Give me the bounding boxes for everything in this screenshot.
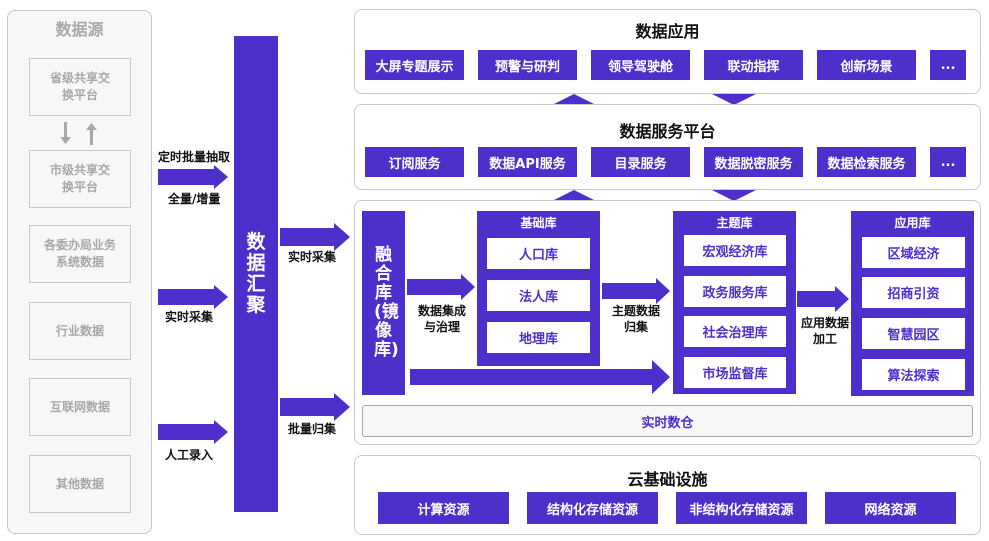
- label-timed-batch-extract: 定时批量抽取: [158, 150, 231, 164]
- data-service-title: 数据服务平台: [619, 122, 716, 141]
- source-city-exchange: 市级共享交换平台: [29, 150, 131, 208]
- service-data-api[interactable]: 数据API服务: [478, 147, 577, 177]
- cloud-structured-storage[interactable]: 结构化存储资源: [527, 492, 658, 524]
- source-internet-data: 互联网数据: [29, 378, 131, 436]
- app-investment-attraction[interactable]: 招商引资: [862, 277, 965, 308]
- exchange-up-arrow-icon: [86, 123, 97, 145]
- cloud-unstructured-storage[interactable]: 非结构化存储资源: [676, 492, 807, 524]
- app-warning-analysis[interactable]: 预警与研判: [478, 50, 577, 80]
- label-realtime-collect: 实时采集: [288, 250, 337, 264]
- realtime-arrow-to-platform: [280, 223, 350, 251]
- app-more[interactable]: ...: [930, 50, 966, 80]
- label-realtime-collect-source: 实时采集: [165, 310, 214, 324]
- fusion-library-text: 融合库(镜像库): [374, 245, 399, 360]
- service-data-search[interactable]: 数据检索服务: [817, 147, 916, 177]
- app-leader-cockpit[interactable]: 领导驾驶舱: [591, 50, 690, 80]
- fusion-to-topic-long-arrow: [410, 360, 670, 394]
- up-arrow-to-service: [552, 190, 596, 201]
- app-big-screen[interactable]: 大屏专题展示: [365, 50, 464, 80]
- label-integration-governance: 数据集成与治理: [417, 304, 466, 334]
- label-batch-collect: 批量归集: [288, 422, 337, 436]
- realtime-warehouse-label: 实时数仓: [641, 415, 694, 431]
- fusion-library: 融合库(镜像库): [362, 211, 405, 395]
- label-app-processing: 应用数据加工: [800, 316, 849, 346]
- app-linked-command[interactable]: 联动指挥: [704, 50, 803, 80]
- source-bureau-systems: 各委办局业务系统数据: [29, 225, 131, 283]
- topic-gov-service-db[interactable]: 政务服务库: [684, 276, 786, 307]
- app-innovation-scene[interactable]: 创新场景: [817, 50, 916, 80]
- app-smart-park[interactable]: 智慧园区: [862, 318, 965, 349]
- service-more[interactable]: ...: [930, 147, 966, 177]
- base-library-title: 基础库: [520, 216, 557, 230]
- service-subscription[interactable]: 订阅服务: [365, 147, 464, 177]
- cloud-compute[interactable]: 计算资源: [378, 492, 509, 524]
- application-library-title: 应用库: [894, 216, 931, 230]
- app-processing-arrow: [797, 286, 849, 312]
- source-industry-data: 行业数据: [29, 302, 131, 360]
- app-algorithm-exploration[interactable]: 算法探索: [862, 359, 965, 390]
- source-other-data: 其他数据: [29, 455, 131, 513]
- base-geography-db[interactable]: 地理库: [487, 322, 590, 353]
- label-manual-entry: 人工录入: [165, 448, 214, 462]
- data-aggregation-bar: 数据汇聚: [234, 36, 278, 512]
- integrate-arrow: [407, 274, 475, 300]
- topic-market-supervision-db[interactable]: 市场监督库: [684, 357, 786, 388]
- data-application-title: 数据应用: [635, 22, 700, 41]
- service-catalog[interactable]: 目录服务: [591, 147, 690, 177]
- base-population-db[interactable]: 人口库: [487, 238, 590, 269]
- batch-arrow-to-platform: [280, 393, 350, 421]
- data-aggregation-text: 数据汇聚: [246, 231, 266, 316]
- cloud-network[interactable]: 网络资源: [825, 492, 956, 524]
- topic-library-title: 主题库: [716, 216, 753, 230]
- collect-arrow-2: [158, 285, 228, 309]
- label-full-incremental: 全量/增量: [168, 192, 221, 206]
- label-topic-collect: 主题数据归集: [611, 304, 660, 334]
- topic-macro-economy-db[interactable]: 宏观经济库: [684, 235, 786, 266]
- topic-social-governance-db[interactable]: 社会治理库: [684, 316, 786, 347]
- up-arrow-to-application: [552, 94, 596, 105]
- cloud-infra-title: 云基础设施: [627, 470, 708, 489]
- app-regional-economy[interactable]: 区域经济: [862, 237, 965, 268]
- data-source-title: 数据源: [55, 20, 104, 39]
- topic-collect-arrow: [602, 278, 670, 304]
- down-arrow-from-application: [712, 94, 756, 105]
- collect-arrow-3: [158, 420, 228, 444]
- realtime-warehouse: 实时数仓: [362, 405, 973, 437]
- source-provincial-exchange: 省级共享交换平台: [29, 58, 131, 116]
- service-data-masking[interactable]: 数据脱密服务: [704, 147, 803, 177]
- collect-arrow-1: [158, 165, 228, 189]
- base-legal-entity-db[interactable]: 法人库: [487, 280, 590, 311]
- down-arrow-from-service: [712, 190, 756, 201]
- exchange-down-arrow-icon: [60, 122, 71, 144]
